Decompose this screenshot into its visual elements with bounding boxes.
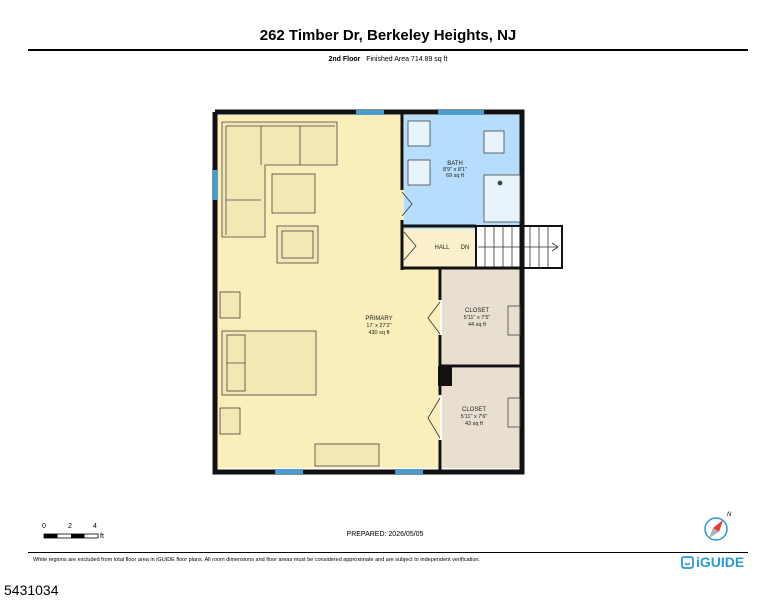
- closet1-name: CLOSET: [465, 308, 489, 314]
- hall-name: HALL: [434, 245, 450, 251]
- nightstand-1: [219, 291, 241, 319]
- closet2-name: CLOSET: [462, 407, 486, 413]
- scale-tick-2: 2: [68, 523, 72, 530]
- sink-1: [407, 120, 431, 147]
- scale-tick-0: 0: [42, 523, 46, 530]
- brand-name: iGUIDE: [696, 554, 745, 570]
- hall-area: [404, 229, 476, 267]
- disclaimer-text: White regions are excluded from total fl…: [33, 557, 480, 563]
- scale-tick-4: 4: [93, 523, 97, 530]
- sink-2: [407, 159, 431, 186]
- staircase: [475, 225, 563, 269]
- doors: [401, 191, 441, 439]
- page-title: 262 Timber Dr, Berkeley Heights, NJ: [259, 27, 517, 44]
- floor-name: 2nd Floor: [328, 56, 361, 63]
- closet2-dims: 5'11" x 7'6": [461, 414, 488, 420]
- compass-north-label: N: [727, 512, 732, 518]
- toilet: [483, 130, 505, 154]
- footer-divider: [28, 552, 748, 553]
- primary-name: PRIMARY: [365, 316, 392, 322]
- windows: [213, 110, 484, 474]
- primary-area: 430 sq ft: [368, 330, 390, 336]
- closet-2: [442, 368, 520, 468]
- bath-fixtures: [407, 120, 521, 223]
- scale-unit: ft: [100, 533, 104, 540]
- closet1-area: 44 sq ft: [468, 322, 487, 328]
- bath-dims: 8'9" x 8'1": [443, 167, 467, 173]
- closet-1: [442, 268, 520, 365]
- closet2-area: 43 sq ft: [465, 421, 484, 427]
- walls: [212, 109, 525, 475]
- closet-shelving: [507, 305, 521, 428]
- scale-bar: [43, 533, 99, 539]
- floor-subtitle: 2nd Floor Finished Area 714.89 sq ft: [0, 56, 776, 63]
- ottoman: [271, 173, 316, 214]
- iguide-logo-icon: [681, 556, 694, 569]
- primary-dims: 17' x 27'2": [366, 323, 391, 329]
- primary-furniture: [219, 121, 380, 467]
- closet1-dims: 5'11" x 7'5": [464, 315, 491, 321]
- listing-id: 5431034: [4, 582, 59, 598]
- chimney-block: [438, 366, 452, 386]
- title-divider: [28, 49, 748, 51]
- compass-icon: N: [704, 512, 732, 541]
- prepared-date: PREPARED: 2026/05/05: [346, 531, 424, 538]
- bath-area: 69 sq ft: [446, 173, 465, 179]
- bath-name: BATH: [447, 161, 463, 167]
- stair-dn-label: DN: [461, 245, 470, 251]
- nightstand-2: [219, 407, 241, 435]
- finished-area: Finished Area 714.89 sq ft: [366, 56, 448, 63]
- sectional-sofa: [221, 121, 338, 238]
- dresser: [314, 443, 380, 467]
